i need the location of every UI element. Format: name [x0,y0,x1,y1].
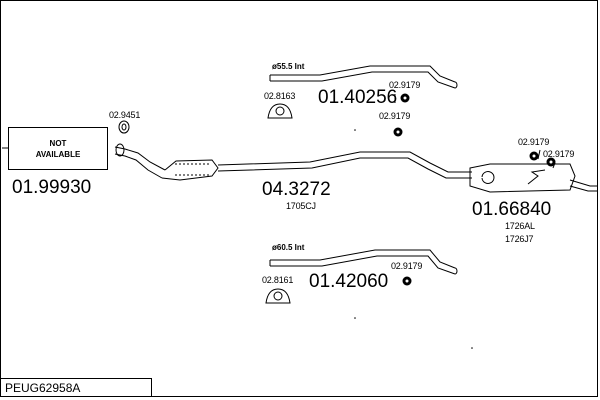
rubber-rear-a-number: 02.9179 [518,137,550,147]
centre-pipe-top [217,151,472,173]
gasket-ring [118,120,130,134]
lower-tailpipe-diameter: ø60.5 Int [272,243,305,252]
lower-tailpipe-number: 01.42060 [309,271,389,292]
lower-mount-drawing [265,288,291,304]
front-section-number: 01.99930 [12,177,92,198]
upper-tailpipe-top [270,65,456,83]
lower-mount-number: 02.8161 [262,275,294,285]
front-pipe-top [114,146,166,171]
not-available-line1: NOT [49,138,67,148]
upper-mount-number: 02.8163 [264,91,296,101]
upper-tailpipe-number: 01.40256 [318,87,398,108]
rubber-lower-number: 02.9179 [391,261,423,271]
rear-silencer-body [469,163,576,193]
reference-box: PEUG62958A [0,378,152,397]
centre-section-code: 1705CJ [286,201,316,211]
rear-outlet-bottom [569,185,598,192]
rear-silencer-number: 01.66840 [472,199,552,220]
rear-silencer-code-1: 1726AL [505,221,535,231]
upper-tailpipe-diameter: ø55.5 Int [272,62,305,71]
rubber-upper-b-number: 02.9179 [379,111,411,121]
upper-tailpipe-bottom [270,71,456,89]
not-available-box: NOT AVAILABLE [8,127,108,170]
gasket-number: 02.9451 [109,110,141,120]
silencer-inlet [481,171,495,184]
rear-outlet-top [569,179,598,187]
rear-silencer-code-2: 1726J7 [505,234,534,244]
silencer-baffle [527,169,546,185]
centre-section-number: 04.3272 [262,179,331,200]
rubber-rear-b-number: 02.9179 [543,149,575,159]
upper-mount-drawing [267,103,293,119]
not-available-line2: AVAILABLE [35,149,81,159]
lower-tailpipe-bottom [270,255,456,275]
lower-tailpipe-top [270,249,456,269]
rubber-upper-a-number: 02.9179 [389,80,421,90]
catalytic-converter [161,159,219,181]
centre-pipe-bottom [217,157,472,179]
front-pipe-bottom [114,153,163,179]
reference-code: PEUG62958A [5,381,81,395]
